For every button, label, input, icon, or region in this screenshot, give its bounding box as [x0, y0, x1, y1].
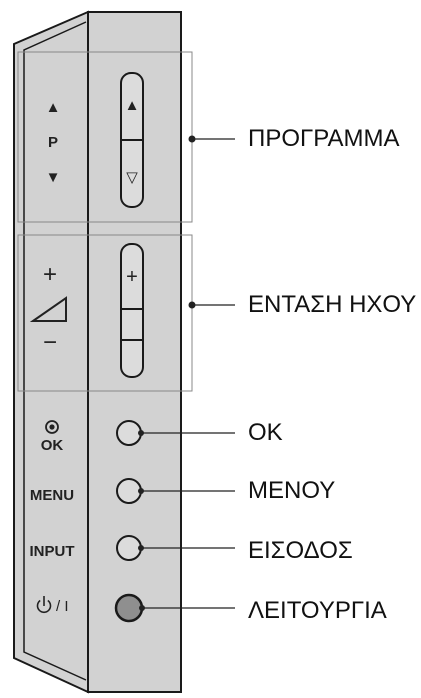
- volume-callout-label: ΕΝΤΑΣΗ ΗΧΟΥ: [248, 291, 416, 318]
- ok-button: [116, 420, 142, 446]
- input-label: INPUT: [30, 543, 75, 560]
- volume-minus-symbol: −: [43, 329, 57, 356]
- input-button: [116, 535, 142, 561]
- menu-callout-label: ΜΕΝΟΥ: [248, 477, 335, 504]
- volume-rocker-plus-symbol: +: [126, 266, 138, 288]
- program-up-symbol: ▲: [46, 99, 61, 116]
- power-icon: [36, 596, 52, 614]
- volume-rocker-button: +: [120, 243, 144, 378]
- program-callout-label: ΠΡΟΓΡΑΜΜΑ: [248, 125, 399, 152]
- volume-plus-symbol: +: [43, 261, 57, 288]
- power-label: / I: [56, 598, 69, 615]
- power-button: [114, 593, 144, 623]
- menu-callout-line: [138, 488, 235, 494]
- program-callout-line: [188, 135, 235, 143]
- volume-ramp-icon: [29, 296, 67, 322]
- program-rocker-button: ▲ ▽: [120, 72, 144, 208]
- power-callout-label: ΛΕΙΤΟΥΡΓΙΑ: [248, 597, 387, 624]
- input-callout-line: [138, 545, 235, 551]
- input-callout-label: ΕΙΣΟΔΟΣ: [248, 537, 353, 564]
- ok-label: OK: [41, 437, 64, 454]
- ok-callout-label: OK: [248, 419, 283, 446]
- ok-target-icon: [45, 420, 59, 434]
- program-rocker-down-symbol: ▽: [126, 168, 138, 186]
- power-callout-line: [139, 605, 235, 611]
- menu-button: [116, 478, 142, 504]
- program-rocker-up-symbol: ▲: [125, 97, 140, 114]
- program-down-symbol: ▼: [46, 169, 61, 186]
- menu-label: MENU: [30, 487, 74, 504]
- left-panel-bevel: [23, 21, 87, 681]
- program-p-label: P: [48, 134, 58, 151]
- volume-callout-line: [188, 301, 235, 309]
- volume-group-frame: [17, 234, 193, 392]
- ok-callout-line: [138, 430, 235, 436]
